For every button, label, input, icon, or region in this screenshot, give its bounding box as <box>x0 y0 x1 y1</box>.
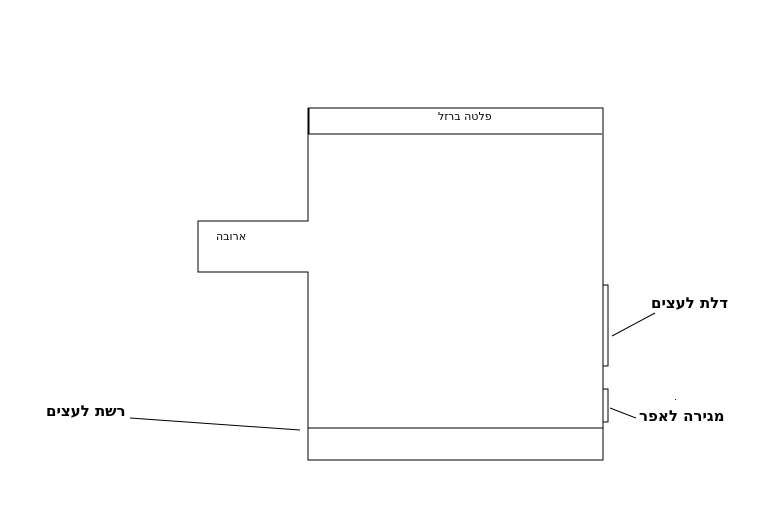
stray-dot <box>675 399 676 400</box>
chimney-label: ארובה <box>216 230 247 243</box>
wood-grate-label: רשת לעצים <box>46 402 126 420</box>
ash-drawer <box>602 388 609 423</box>
wood-grate-leader <box>129 417 301 431</box>
stove-body-outline <box>197 107 604 461</box>
iron-plate-label: פלטה ברזל <box>438 110 492 123</box>
wood-door-leader <box>611 312 656 337</box>
wood-door-label: דלת לעצים <box>651 294 729 312</box>
ash-drawer-label: מגירה לאפר <box>639 407 725 425</box>
ash-drawer-leader <box>609 407 637 419</box>
wood-door <box>602 284 609 367</box>
